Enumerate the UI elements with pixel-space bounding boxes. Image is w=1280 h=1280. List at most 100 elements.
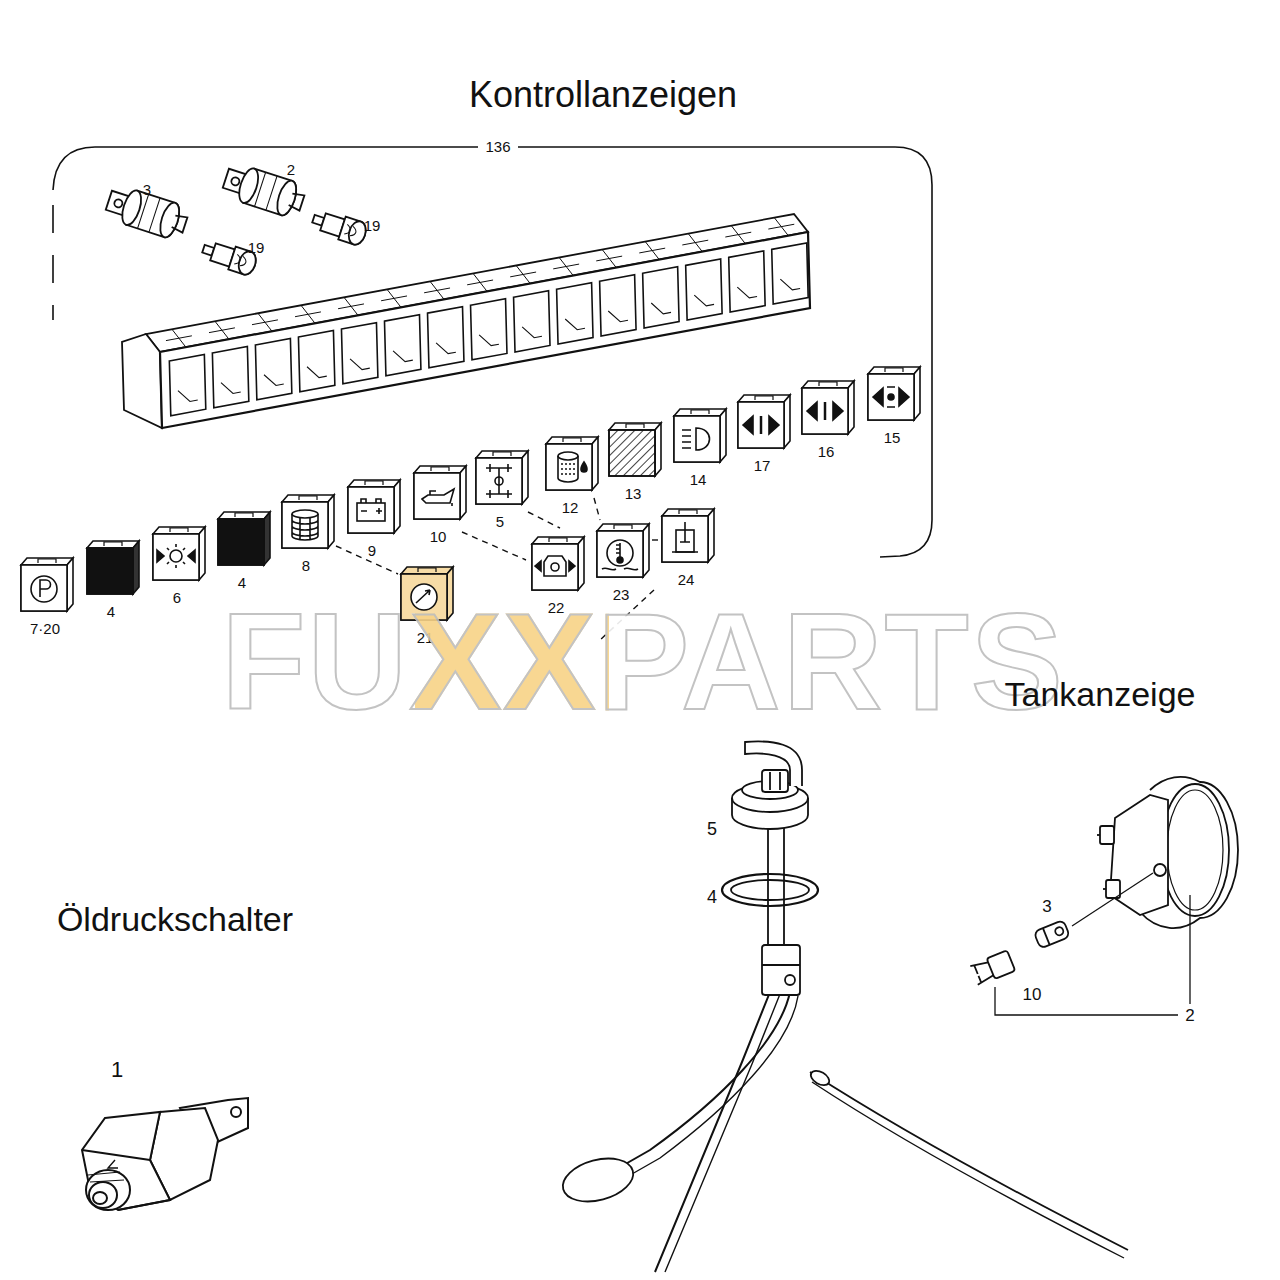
line-art (679, 510, 697, 514)
line-art (1161, 784, 1229, 916)
line-art (298, 331, 334, 392)
line-art (218, 512, 270, 519)
line-art (166, 329, 192, 347)
indicator-icon (153, 527, 205, 580)
line-art (422, 489, 454, 506)
line-art (768, 218, 794, 236)
line-art (414, 473, 460, 519)
bulb-group (103, 161, 368, 277)
line-art (873, 388, 909, 406)
line-art (720, 409, 726, 462)
line-art (338, 297, 364, 315)
line-art (565, 319, 585, 330)
line-art (153, 534, 199, 580)
line-art (1043, 928, 1050, 945)
line-art (282, 502, 328, 548)
line-art (138, 194, 161, 232)
callout-number: 10 (1023, 986, 1042, 1005)
line-art (1100, 826, 1114, 844)
line-art (113, 198, 123, 208)
line-art (476, 451, 528, 458)
line-art (551, 563, 559, 571)
line-art (288, 192, 304, 211)
indicator-icon (597, 524, 649, 577)
line-art (514, 291, 550, 352)
callout-number: 16 (818, 444, 835, 461)
line-art (762, 964, 800, 966)
line-art (234, 254, 247, 267)
line-art (365, 481, 383, 485)
line-art (486, 464, 512, 498)
line-art (995, 987, 1178, 1015)
line-art (108, 1160, 118, 1168)
line-art (769, 772, 771, 790)
line-art (810, 1072, 1128, 1250)
line-art (21, 558, 73, 565)
callout-number: 5 (496, 514, 504, 531)
line-art (868, 374, 914, 420)
line-art (295, 305, 321, 323)
line-art (755, 396, 773, 400)
line-art (873, 387, 909, 407)
line-art (563, 438, 581, 442)
line-art (812, 1082, 1124, 1258)
line-art (737, 287, 757, 298)
line-art (384, 315, 420, 376)
line-art (274, 178, 300, 217)
indicator-icon (546, 437, 598, 490)
indicator-icon (21, 558, 73, 611)
line-art (808, 1068, 831, 1088)
line-art (153, 534, 199, 580)
line-art (87, 548, 133, 594)
callout-number: 1 (111, 1058, 123, 1082)
line-art (86, 1170, 130, 1210)
line-art (546, 437, 598, 444)
line-art (424, 281, 450, 299)
line-art (341, 323, 377, 384)
indicator-icons (21, 367, 920, 620)
line-art (236, 166, 262, 205)
line-art (581, 462, 587, 472)
line-art (350, 359, 370, 370)
line-art (310, 207, 369, 247)
line-art (87, 541, 139, 548)
section-heading: Tankanzeige (1005, 676, 1196, 713)
line-art (218, 519, 264, 565)
indicator-icon (476, 451, 528, 504)
callout-number: 7·20 (30, 621, 60, 638)
line-art (609, 430, 655, 476)
line-art (122, 334, 162, 428)
line-art (1034, 920, 1070, 949)
line-art (802, 388, 848, 434)
line-art (462, 532, 526, 560)
line-art (662, 516, 708, 562)
line-art (868, 374, 914, 420)
line-art (209, 321, 235, 339)
line-art (93, 1192, 107, 1204)
line-art (394, 480, 400, 533)
line-art (546, 444, 592, 490)
line-art (418, 568, 436, 572)
line-art (348, 487, 394, 533)
line-art (614, 525, 632, 529)
line-art (558, 452, 578, 460)
line-art (255, 339, 291, 400)
line-art (639, 242, 665, 260)
line-art (357, 499, 385, 521)
line-art (52, 205, 54, 320)
line-art (558, 1151, 638, 1208)
indicator-icon (414, 466, 466, 519)
line-art (674, 416, 720, 462)
fuel-gauge (970, 777, 1238, 1015)
line-art (887, 387, 895, 407)
line-art (479, 335, 499, 346)
line-art (87, 548, 133, 594)
group-frame (53, 147, 932, 557)
line-art (212, 347, 248, 408)
line-art (608, 311, 628, 322)
watermark: FUXXPARTS (221, 586, 1065, 738)
line-art (82, 1150, 150, 1160)
line-art (868, 367, 920, 374)
indicator-icon (802, 381, 854, 434)
section-heading: Öldruckschalter (57, 901, 293, 938)
